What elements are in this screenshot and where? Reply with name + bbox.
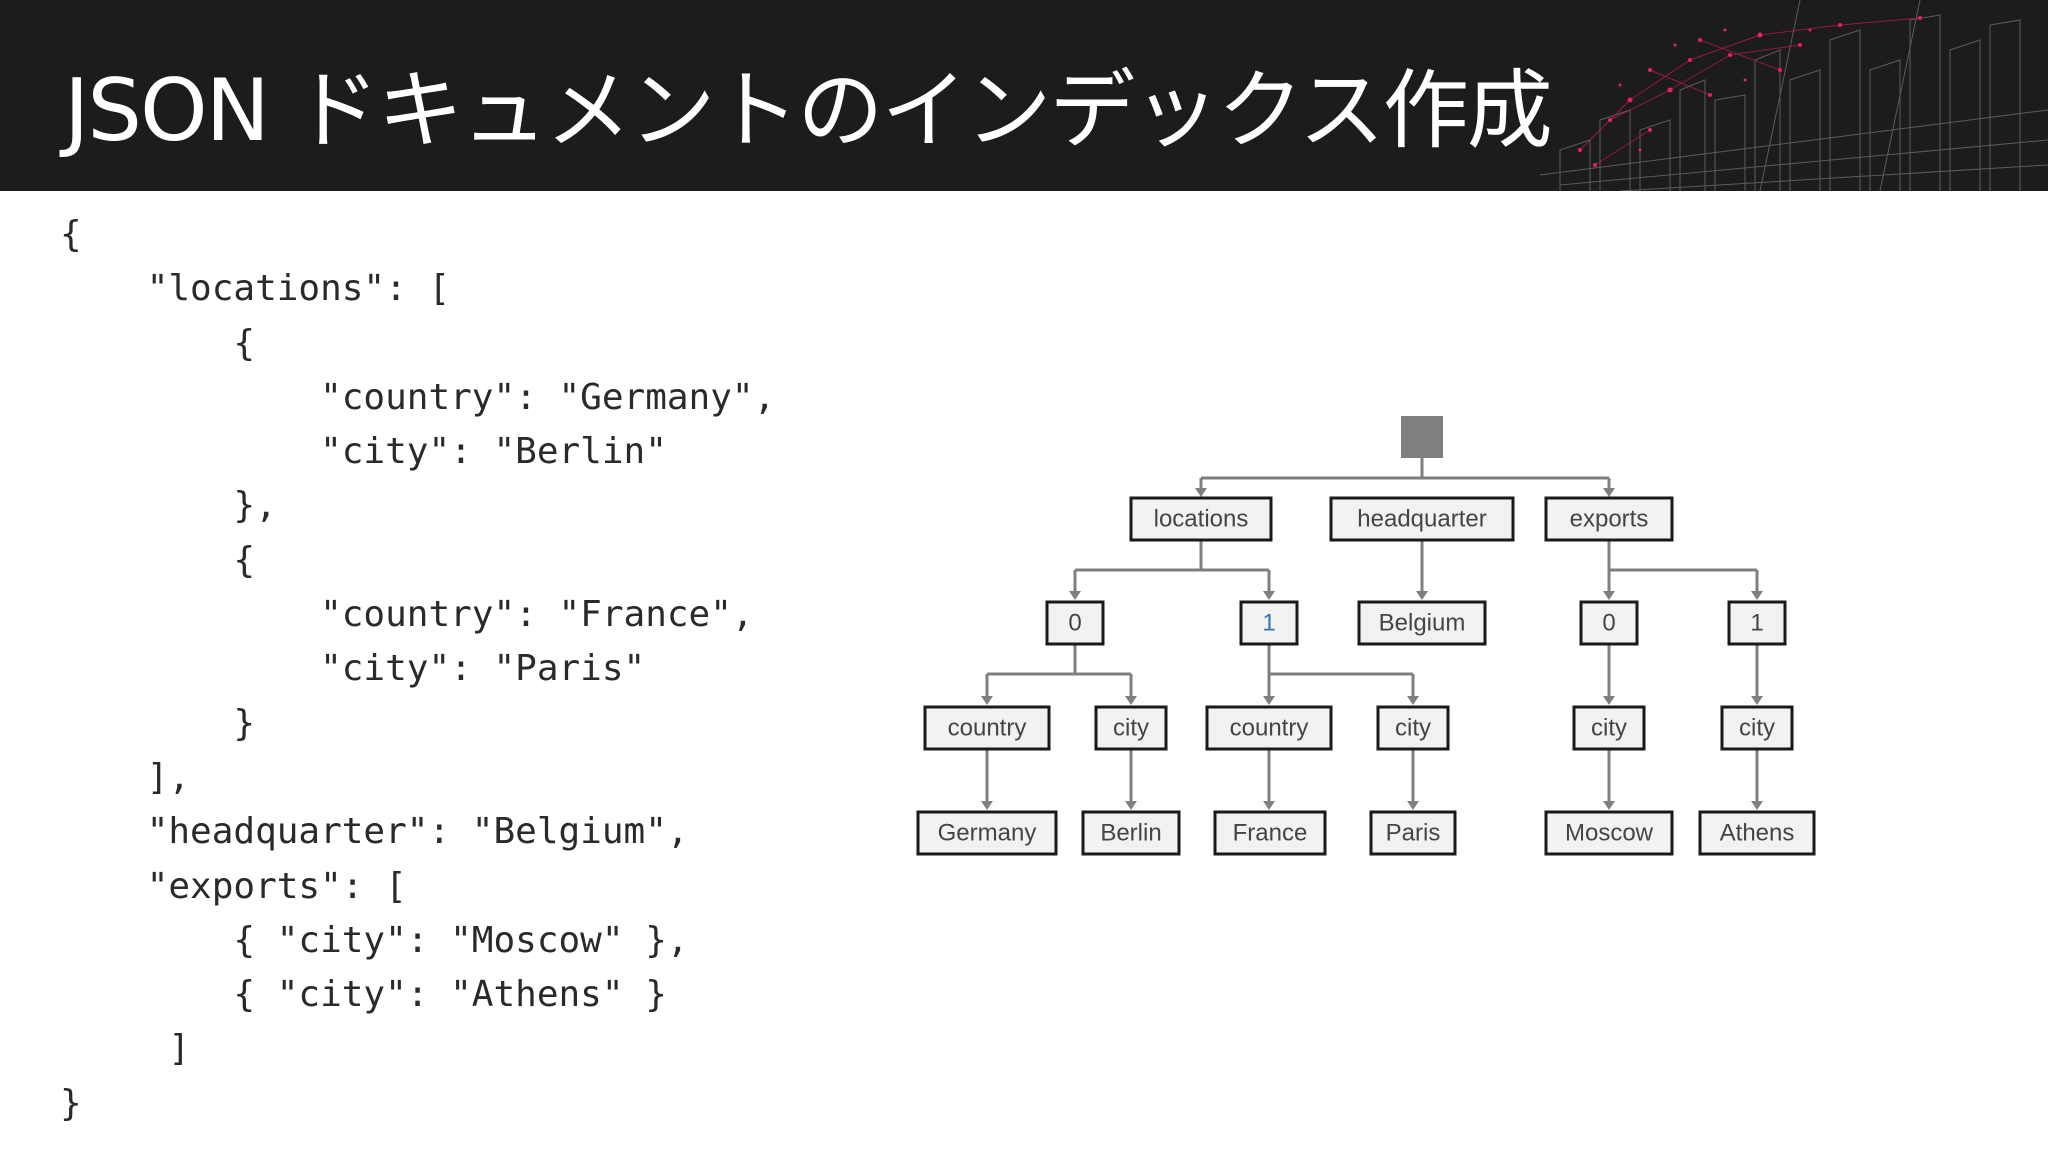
slide-title: JSON ドキュメントのインデックス作成 [64,61,1553,161]
tree-node-moscow: Moscow [1544,810,1674,856]
tree-node-label: Germany [938,820,1037,847]
tree-node-label: 0 [1068,610,1081,637]
code-line: "exports": [ [60,865,407,907]
tree-node-locations: locations [1129,496,1273,542]
tree-node-label: headquarter [1357,506,1486,533]
tree-node-exports-city-1: city [1720,705,1794,751]
code-line: "headquarter": "Belgium", [60,811,689,853]
tree-node-locations-0: 0 [1045,600,1105,646]
tree-node-label: Moscow [1565,820,1654,847]
tree-node-germany: Germany [916,810,1058,856]
tree-node-label: city [1395,715,1431,742]
tree-node-label: city [1591,715,1627,742]
cityscape-network-image [1539,0,2048,191]
code-line: "city": "Paris" [60,648,646,690]
tree-node-exports-0: 0 [1579,600,1639,646]
code-line: { [60,539,256,581]
tree-node-label: country [1230,715,1309,742]
code-line: }, [60,485,277,527]
tree-node-label: France [1233,820,1308,847]
tree-node-berlin: Berlin [1081,810,1181,856]
tree-node-exports-city-0: city [1572,705,1646,751]
tree-node-label: Belgium [1379,610,1466,637]
code-line: { [60,214,82,255]
tree-node-exports: exports [1544,496,1674,542]
tree-node-label: country [948,715,1027,742]
tree-edges [981,458,1763,810]
tree-node-country-0: country [923,705,1051,751]
tree-node-label: locations [1154,506,1249,533]
tree-node-athens: Athens [1698,810,1816,856]
code-line: "country": "France", [60,594,754,636]
code-line: { "city": "Moscow" }, [60,919,689,961]
code-line: ] [60,1028,191,1070]
tree-node-label: exports [1570,506,1649,533]
tree-node-label: 1 [1262,610,1275,637]
slide-header: JSON ドキュメントのインデックス作成 [0,0,2048,191]
code-line: } [60,1082,82,1124]
tree-node-label: 0 [1602,610,1615,637]
tree-node-headquarter: headquarter [1329,496,1515,542]
tree-node-label: Athens [1720,820,1795,847]
code-line: "country": "Germany", [60,376,776,418]
tree-node-label: city [1739,715,1775,742]
tree-node-exports-1: 1 [1727,600,1787,646]
tree-node-locations-1: 1 [1239,600,1299,646]
tree-node-paris: Paris [1369,810,1457,856]
code-line: ], [60,756,191,798]
tree-node-city-0: city [1094,705,1168,751]
tree-node-label: city [1113,715,1149,742]
tree-node-country-1: country [1205,705,1333,751]
tree-node-france: France [1213,810,1327,856]
code-line: } [60,702,256,744]
tree-root-node [1401,416,1443,458]
code-line: { [60,322,256,364]
tree-node-label: 1 [1750,610,1763,637]
code-line: { "city": "Athens" } [60,974,667,1016]
code-line: "city": "Berlin" [60,431,667,473]
code-line: "locations": [ [60,268,451,310]
tree-node-belgium: Belgium [1357,600,1487,646]
tree-node-city-1: city [1376,705,1450,751]
tree-node-label: Paris [1386,820,1441,847]
json-code-block: { "locations": [ { "country": "Germany",… [60,208,775,1131]
tree-node-label: Berlin [1100,820,1161,847]
